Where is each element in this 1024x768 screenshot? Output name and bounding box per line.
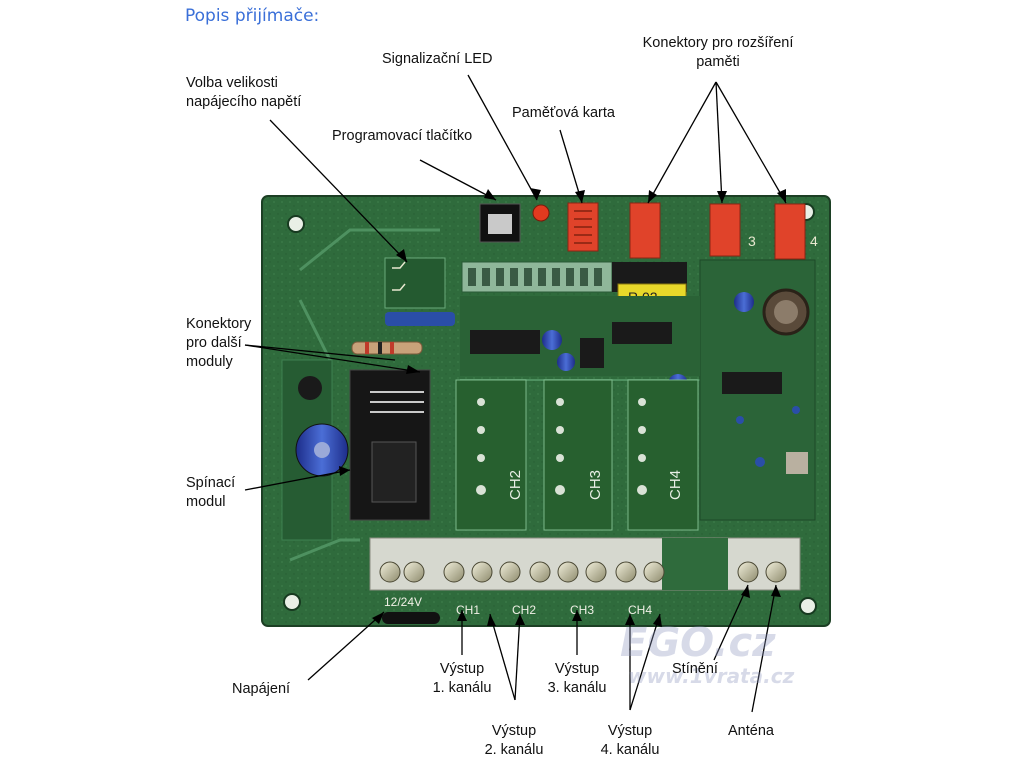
label-output-1: Výstup 1. kanálu [420, 660, 504, 698]
label-antenna: Anténa [728, 723, 774, 739]
label-programming-button: Programovací tlačítko [332, 128, 473, 144]
watermark-brand: EGO.cz [620, 620, 776, 666]
label-output-4: Výstup 4. kanálu [588, 722, 672, 760]
slot-label-ch3: CH3 [587, 470, 604, 500]
label-switching-module: Spínací modul [186, 474, 235, 512]
label-signal-led: Signalizační LED [382, 51, 493, 67]
label-voltage-line2: napájecího napětí [186, 94, 302, 110]
label-voltage-selection: Volba velikosti napájecího napětí [186, 74, 301, 112]
label-expansion-line1: Konektory pro rozšíření [642, 35, 794, 51]
label-expansion-connectors: Konektory pro rozšíření paměti [618, 34, 818, 72]
terminal-label-ch1: CH1 [456, 603, 480, 617]
slot-label-ch2: CH2 [507, 470, 524, 500]
module-slots: CH2 CH3 CH4 [455, 379, 699, 531]
voltage-selector [351, 257, 455, 355]
terminal-label-power: 12/24V [384, 595, 422, 609]
memory-card-connector [567, 202, 599, 252]
label-out1-line2: 1. kanálu [432, 680, 492, 696]
expansion-connector-2: 3 [709, 203, 756, 257]
signal-led [532, 204, 550, 222]
terminal-label-ch4: CH4 [628, 603, 652, 617]
label-expansion-line2: paměti [696, 54, 740, 70]
terminal-label-ch3: CH3 [570, 603, 594, 617]
terminal-label-ch2: CH2 [512, 603, 536, 617]
label-switch-line2: modul [186, 494, 226, 510]
label-out4-line2: 4. kanálu [600, 742, 660, 758]
label-module-connectors: Konektory pro další moduly [186, 315, 251, 372]
slot-label-ch4: CH4 [667, 470, 684, 500]
label-out3-line2: 3. kanálu [547, 680, 607, 696]
label-output-2: Výstup 2. kanálu [472, 722, 556, 760]
label-modules-line2: pro další [186, 335, 242, 351]
switching-module [295, 369, 431, 521]
label-power: Napájení [232, 681, 291, 697]
label-out1-line1: Výstup [439, 661, 485, 677]
callout-lines [244, 74, 787, 713]
terminal-screws [379, 561, 787, 583]
connector-number-4: 4 [810, 233, 818, 249]
expansion-connector-3: 4 [774, 203, 818, 260]
label-voltage-line1: Volba velikosti [186, 75, 278, 91]
label-memory-card: Paměťová karta [512, 105, 615, 121]
callout-arrowheads [339, 188, 786, 627]
programming-button [479, 203, 521, 243]
expansion-connector-1 [629, 202, 661, 259]
label-out2-line1: Výstup [491, 723, 537, 739]
pin-header [461, 261, 613, 293]
watermark-site: www.1vrata.cz [628, 664, 795, 688]
label-out4-line1: Výstup [607, 723, 653, 739]
logic-section [460, 296, 700, 394]
label-switch-line1: Spínací [186, 475, 236, 491]
page-title: Popis přijímače: [185, 6, 320, 26]
label-out3-line1: Výstup [554, 661, 600, 677]
label-modules-line1: Konektory [186, 316, 252, 332]
label-out2-line2: 2. kanálu [484, 742, 544, 758]
label-output-3: Výstup 3. kanálu [535, 660, 619, 698]
rf-section [699, 259, 816, 521]
label-modules-line3: moduly [186, 354, 233, 370]
label-shield: Stínění [672, 661, 718, 677]
connector-number-3: 3 [748, 233, 756, 249]
